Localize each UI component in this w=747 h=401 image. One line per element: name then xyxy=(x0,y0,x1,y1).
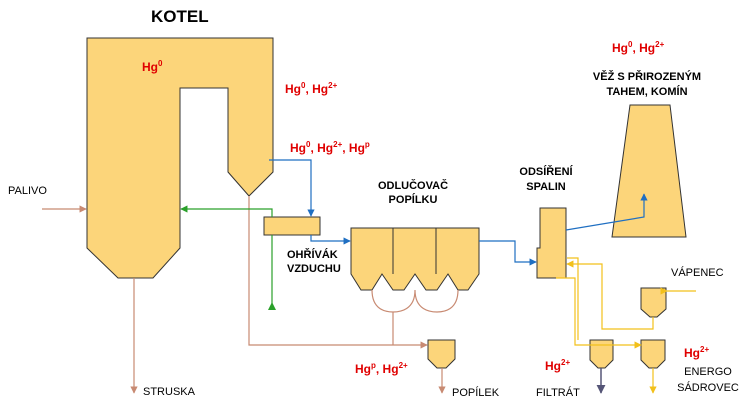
boiler-title: KOTEL xyxy=(151,7,209,26)
dust-separator xyxy=(350,227,480,291)
mercury-gypsum: Hg2+ xyxy=(684,345,709,360)
boiler-ash-flow-arrow xyxy=(248,196,428,349)
fly-ash-label: POPÍLEK xyxy=(452,386,500,399)
mercury-fly-ash: Hgp, Hg2+ xyxy=(355,361,408,376)
desulfurization-label-1: ODSÍŘENÍ xyxy=(519,165,573,178)
recycle-line xyxy=(567,257,579,340)
tower-label-1: VĚŽ S PŘIROZENÝM xyxy=(593,70,701,83)
boiler xyxy=(86,37,274,279)
slag-label: STRUSKA xyxy=(143,386,196,398)
limestone-hopper xyxy=(640,287,667,318)
separator-ash-lines xyxy=(371,289,459,345)
flue-gas-to-preheater-arrow xyxy=(269,159,315,217)
mercury-before-preheater: Hg0, Hg2+, Hgp xyxy=(290,140,370,155)
filtrate-label: FILTRÁT xyxy=(536,386,580,399)
mercury-chimney: Hg0, Hg2+ xyxy=(612,40,665,55)
flue-gas-to-separator-arrow xyxy=(310,235,351,245)
dust-separator-label-1: ODLUČOVAČ xyxy=(378,179,448,192)
air-preheater xyxy=(263,216,321,236)
limestone-label: VÁPENEC xyxy=(671,266,724,279)
air-to-boiler-arrow xyxy=(180,205,273,217)
mercury-boiler: Hg0 xyxy=(142,59,163,74)
gypsum-label-1: ENERGO xyxy=(684,366,732,378)
flue-gas-to-tower-arrow xyxy=(565,193,648,231)
air-preheater-label-2: VZDUCHU xyxy=(287,263,341,275)
gypsum-label-2: SÁDROVEC xyxy=(677,381,739,394)
desulfurization-tower xyxy=(536,207,567,279)
cooling-tower-chimney xyxy=(611,104,687,238)
fuel-label: PALIVO xyxy=(8,185,47,197)
tower-label-2: TAHEM, KOMÍN xyxy=(606,85,687,98)
mercury-boiler-exit: Hg0, Hg2+ xyxy=(285,81,338,96)
filtrate-hopper xyxy=(589,339,614,369)
desulfurization-label-2: SPALIN xyxy=(526,181,566,193)
mercury-filtrate: Hg2+ xyxy=(545,358,570,373)
gypsum-hopper xyxy=(640,339,666,369)
air-inlet-marker xyxy=(268,302,276,310)
dust-separator-label-2: POPÍLKU xyxy=(389,193,438,206)
fly-ash-hopper xyxy=(427,339,456,369)
desulfurization-to-gypsum-line xyxy=(556,277,642,349)
flue-gas-to-desulfurization-arrow xyxy=(479,240,537,266)
limestone-to-desulfurization-arrow xyxy=(566,260,654,330)
air-preheater-label-1: OHŘÍVÁK xyxy=(287,248,338,261)
